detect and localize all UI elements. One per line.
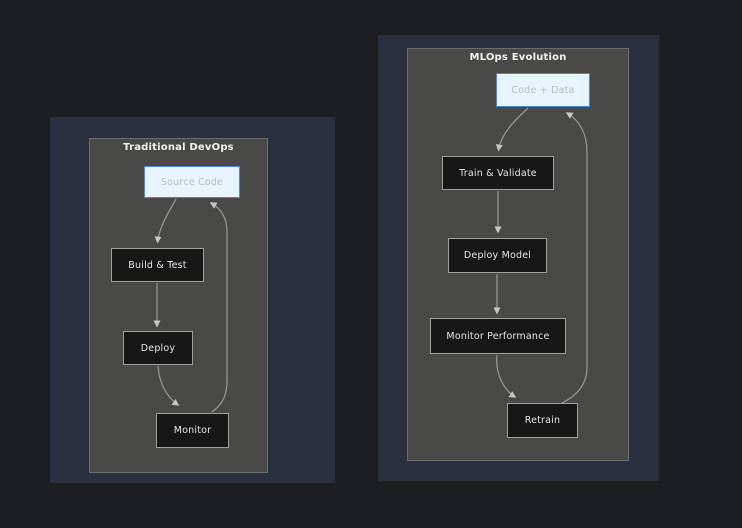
node-deploy-model: Deploy Model — [448, 238, 547, 273]
diagram-title-traditional-devops: Traditional DevOps — [123, 142, 234, 153]
node-source-code: Source Code — [144, 166, 240, 198]
node-monitor: Monitor — [156, 413, 229, 448]
diagram-title-mlops-evolution: MLOps Evolution — [469, 52, 567, 63]
node-monitor-performance: Monitor Performance — [430, 318, 566, 354]
node-code-data: Code + Data — [496, 73, 590, 107]
node-retrain: Retrain — [507, 403, 578, 438]
node-deploy: Deploy — [123, 331, 193, 365]
node-train-validate: Train & Validate — [442, 156, 554, 190]
node-build-test: Build & Test — [111, 248, 204, 282]
